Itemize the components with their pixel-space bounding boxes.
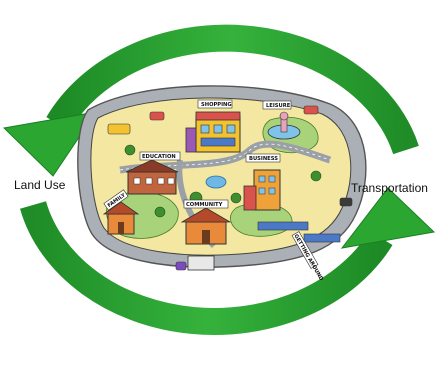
sign-education: EDUCATION bbox=[139, 151, 181, 161]
sign-leisure-text: LEISURE bbox=[266, 103, 291, 109]
community-building bbox=[180, 207, 232, 245]
bottom-cycle-arrow bbox=[20, 187, 436, 335]
transportation-label: Transportation bbox=[351, 181, 428, 195]
car bbox=[175, 261, 187, 271]
shopping-building bbox=[185, 111, 241, 153]
sign-community-text: COMMUNITY bbox=[186, 202, 223, 208]
business-building bbox=[243, 169, 281, 211]
sign-business-text: BUSINESS bbox=[249, 156, 278, 162]
car bbox=[149, 111, 165, 121]
sign-business: BUSINESS bbox=[245, 153, 281, 163]
sign-leisure: LEISURE bbox=[262, 100, 292, 110]
tree bbox=[230, 192, 242, 204]
sign-shopping-text: SHOPPING bbox=[201, 102, 232, 108]
town-illustration: SHOPPING LEISURE EDUCATION BUSINESS FAMI… bbox=[77, 85, 367, 283]
truck bbox=[187, 255, 215, 271]
tree bbox=[154, 206, 166, 218]
car bbox=[339, 197, 353, 207]
leisure-area bbox=[267, 111, 301, 140]
car bbox=[303, 105, 319, 115]
train bbox=[303, 233, 341, 243]
family-house bbox=[102, 201, 140, 235]
land-use-label: Land Use bbox=[14, 178, 66, 192]
education-building bbox=[125, 159, 179, 195]
top-cycle-arrow bbox=[2, 24, 419, 177]
pond bbox=[205, 175, 227, 189]
train bbox=[257, 221, 309, 231]
sign-education-text: EDUCATION bbox=[142, 154, 176, 160]
tree bbox=[310, 170, 322, 182]
bus bbox=[107, 123, 131, 135]
tree bbox=[124, 144, 136, 156]
sign-shopping: SHOPPING bbox=[197, 99, 233, 109]
sign-community: COMMUNITY bbox=[183, 199, 229, 209]
